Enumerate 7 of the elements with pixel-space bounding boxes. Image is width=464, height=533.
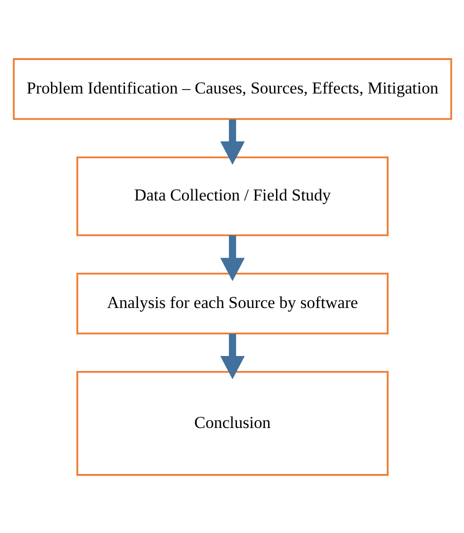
arrow (220, 118, 244, 164)
node-box: Conclusion (76, 370, 388, 476)
node-box: Problem Identification – Causes, Sources, Effects, Mitigation (12, 58, 452, 120)
node-box: Analysis for each Source by software (76, 272, 388, 334)
arrow (220, 234, 244, 281)
node-box: Data Collection / Field Study (76, 156, 388, 236)
arrow (220, 333, 244, 379)
